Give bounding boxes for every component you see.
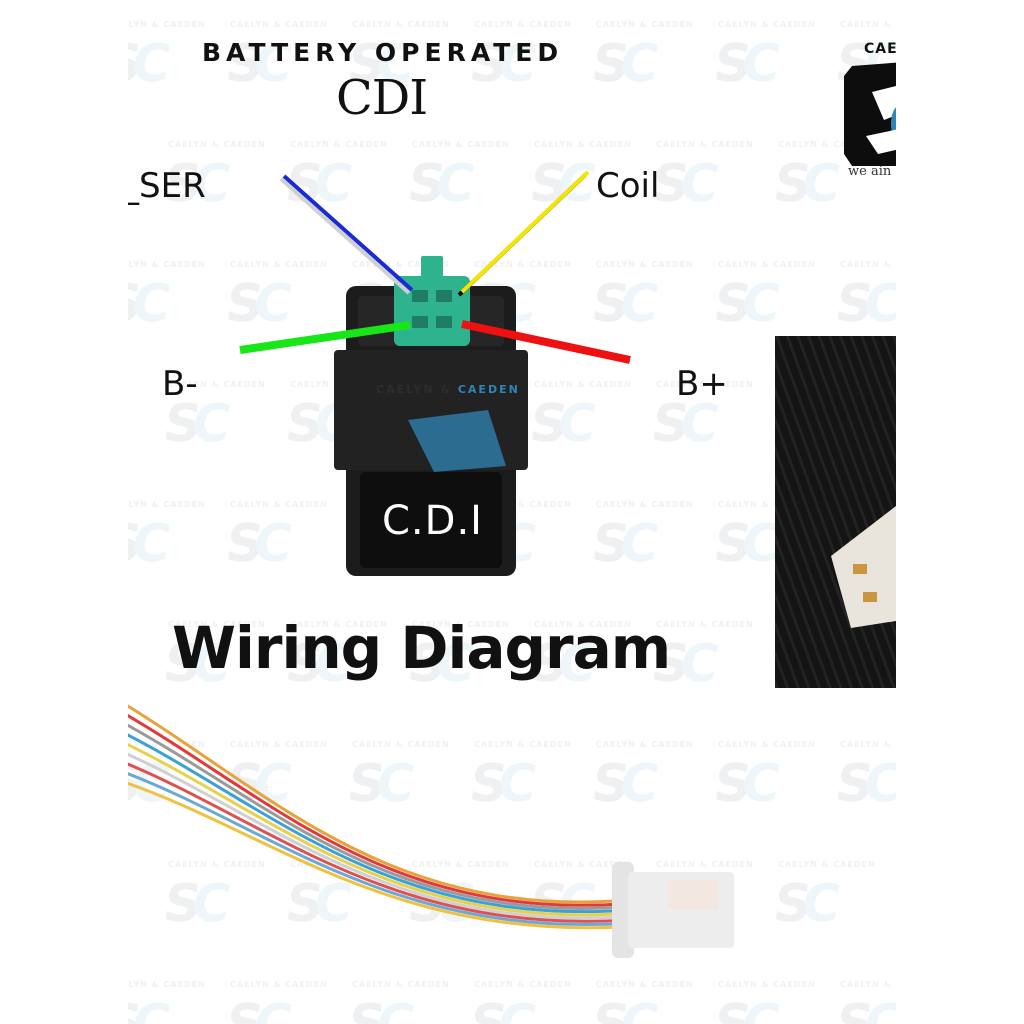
harness-wire — [128, 752, 629, 920]
brand-logo-text: CAEI — [864, 41, 896, 57]
wiring-diagram — [128, 170, 734, 958]
harness-wire — [128, 743, 629, 917]
cdi-label-plate — [360, 472, 502, 568]
wire-battery-positive — [461, 320, 631, 364]
harness-wire — [128, 733, 629, 914]
harness-wire — [128, 704, 629, 904]
title-battery-operated: BATTERY OPERATED — [202, 38, 564, 67]
harness-wire — [128, 714, 629, 907]
harness-wire — [128, 772, 629, 926]
harness-wire — [128, 723, 629, 910]
connector — [394, 256, 470, 346]
module-brand-part1: CAELYN & — [376, 383, 452, 396]
wire-pulser-stripe — [279, 177, 411, 295]
module-brand-part2: CAEDEN — [457, 383, 520, 396]
label-pulser: _SER — [128, 166, 206, 206]
module-brand: CAELYN & CAEDEN — [376, 383, 520, 396]
wires — [239, 170, 631, 364]
brand-logo-icon — [844, 62, 896, 166]
label-battery-positive: B+ — [676, 364, 728, 404]
harness-wire — [128, 762, 629, 923]
harness-wire — [128, 781, 629, 930]
wire-coil — [460, 170, 590, 294]
wiring-diagram-title: Wiring Diagram — [172, 614, 671, 682]
wire-battery-negative — [239, 321, 411, 354]
wire-pulser — [282, 174, 414, 292]
label-battery-negative: B- — [162, 364, 198, 404]
title-cdi: CDI — [336, 70, 428, 126]
label-coil: Coil — [596, 166, 660, 206]
module-label: C.D.I — [382, 498, 483, 544]
harness-plug — [612, 862, 734, 958]
connector-latch — [421, 256, 443, 280]
wire-harness — [128, 704, 629, 930]
connector-photo-icon — [775, 336, 896, 688]
brand-tagline: we ain — [848, 164, 892, 179]
watermark-overlay-icon — [408, 410, 506, 472]
connector-photo — [775, 336, 896, 688]
